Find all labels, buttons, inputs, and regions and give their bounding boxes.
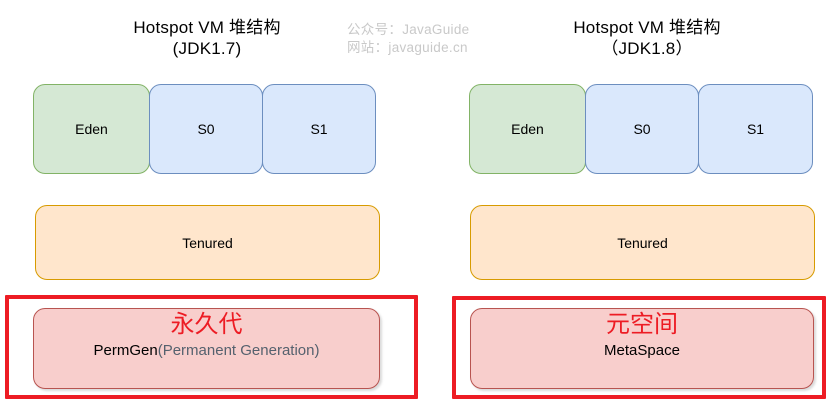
jdk17-tenured-label: Tenured (182, 234, 233, 251)
jdk18-s0-box: S0 (585, 84, 699, 174)
jdk17-highlight-outline (5, 295, 418, 399)
jdk18-metaspace-headline: 元空间 (606, 311, 678, 338)
jdk17-diagram-title: Hotspot VM 堆结构 (JDK1.7) (82, 17, 332, 59)
jdk18-metaspace-box: 元空间 MetaSpace (470, 308, 814, 389)
watermark-line-1: 公众号：JavaGuide (347, 22, 470, 37)
jdk17-permgen-subline: PermGen(Permanent Generation) (94, 342, 320, 360)
jdk17-title-line-2: (JDK1.7) (172, 39, 242, 58)
jdk17-eden-box: Eden (33, 84, 150, 174)
jdk18-eden-label: Eden (511, 121, 544, 137)
watermark: 公众号：JavaGuide 网站：javaguide.cn (347, 21, 469, 57)
jdk17-permgen-subline-paren: (Permanent Generation) (157, 342, 320, 359)
jdk17-s1-label: S1 (310, 121, 328, 137)
jdk17-tenured-box: Tenured (35, 205, 380, 280)
jdk18-diagram-title: Hotspot VM 堆结构 （JDK1.8） (522, 17, 772, 59)
jdk17-eden-label: Eden (75, 121, 108, 137)
jdk18-s1-label: S1 (746, 121, 765, 137)
jdk17-s0-label: S0 (197, 121, 215, 137)
jdk18-title-line-1: Hotspot VM 堆结构 (573, 18, 721, 37)
jdk17-s0-box: S0 (149, 84, 263, 174)
jdk18-eden-box: Eden (469, 84, 586, 174)
jdk18-tenured-box: Tenured (470, 205, 815, 280)
jdk17-permgen-headline: 永久代 (170, 311, 243, 338)
jdk17-s1-box: S1 (262, 84, 376, 174)
jdk17-permgen-subline-main: PermGen (93, 342, 158, 359)
jdk18-metaspace-subline: MetaSpace (604, 342, 680, 360)
jdk18-tenured-label: Tenured (617, 234, 668, 251)
jdk18-s0-label: S0 (633, 121, 651, 137)
jdk18-title-line-2: （JDK1.8） (601, 39, 693, 58)
jdk17-permgen-box: 永久代 PermGen(Permanent Generation) (33, 308, 380, 389)
jdk18-highlight-outline (452, 296, 826, 399)
jdk17-title-line-1: Hotspot VM 堆结构 (133, 18, 281, 37)
watermark-line-2: 网站：javaguide.cn (347, 40, 468, 55)
jdk18-s1-box: S1 (698, 84, 813, 174)
jdk18-metaspace-subline-main: MetaSpace (604, 342, 680, 359)
